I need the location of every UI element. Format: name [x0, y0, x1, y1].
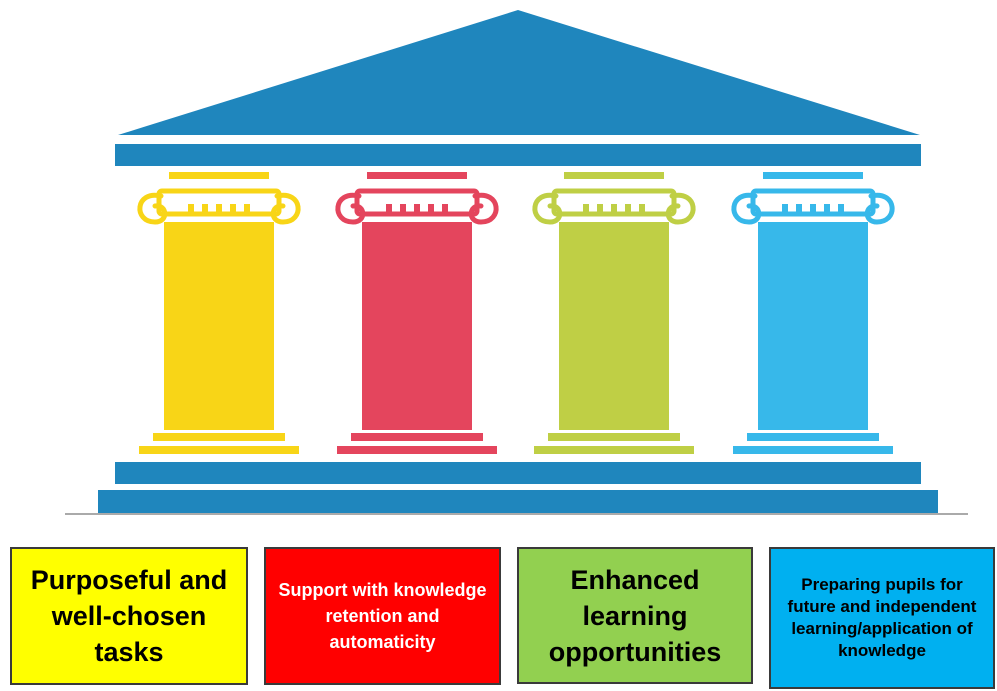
label-box-purposeful-tasks: Purposeful and well-chosen tasks	[10, 547, 248, 685]
label-text-enhanced-learning: Enhanced learning opportunities	[548, 564, 722, 667]
label-box-knowledge-retention: Support with knowledge retention and aut…	[264, 547, 501, 685]
label-text-purposeful-tasks: Purposeful and well-chosen tasks	[30, 565, 228, 667]
temple-base-upper	[115, 462, 921, 484]
pillar-green	[532, 172, 696, 454]
label-box-enhanced-learning: Enhanced learning opportunities	[517, 547, 753, 684]
pillar-red	[335, 172, 499, 454]
pillar-yellow	[137, 172, 301, 454]
pillar-blue	[731, 172, 895, 454]
temple-diagram	[65, 10, 968, 515]
label-box-independent-learning: Preparing pupils for future and independ…	[769, 547, 995, 689]
label-text-independent-learning: Preparing pupils for future and independ…	[787, 575, 977, 660]
temple-base-lower	[98, 490, 938, 513]
temple-entablature	[115, 144, 921, 166]
label-text-knowledge-retention: Support with knowledge retention and aut…	[278, 580, 487, 652]
temple-roof	[118, 10, 920, 135]
